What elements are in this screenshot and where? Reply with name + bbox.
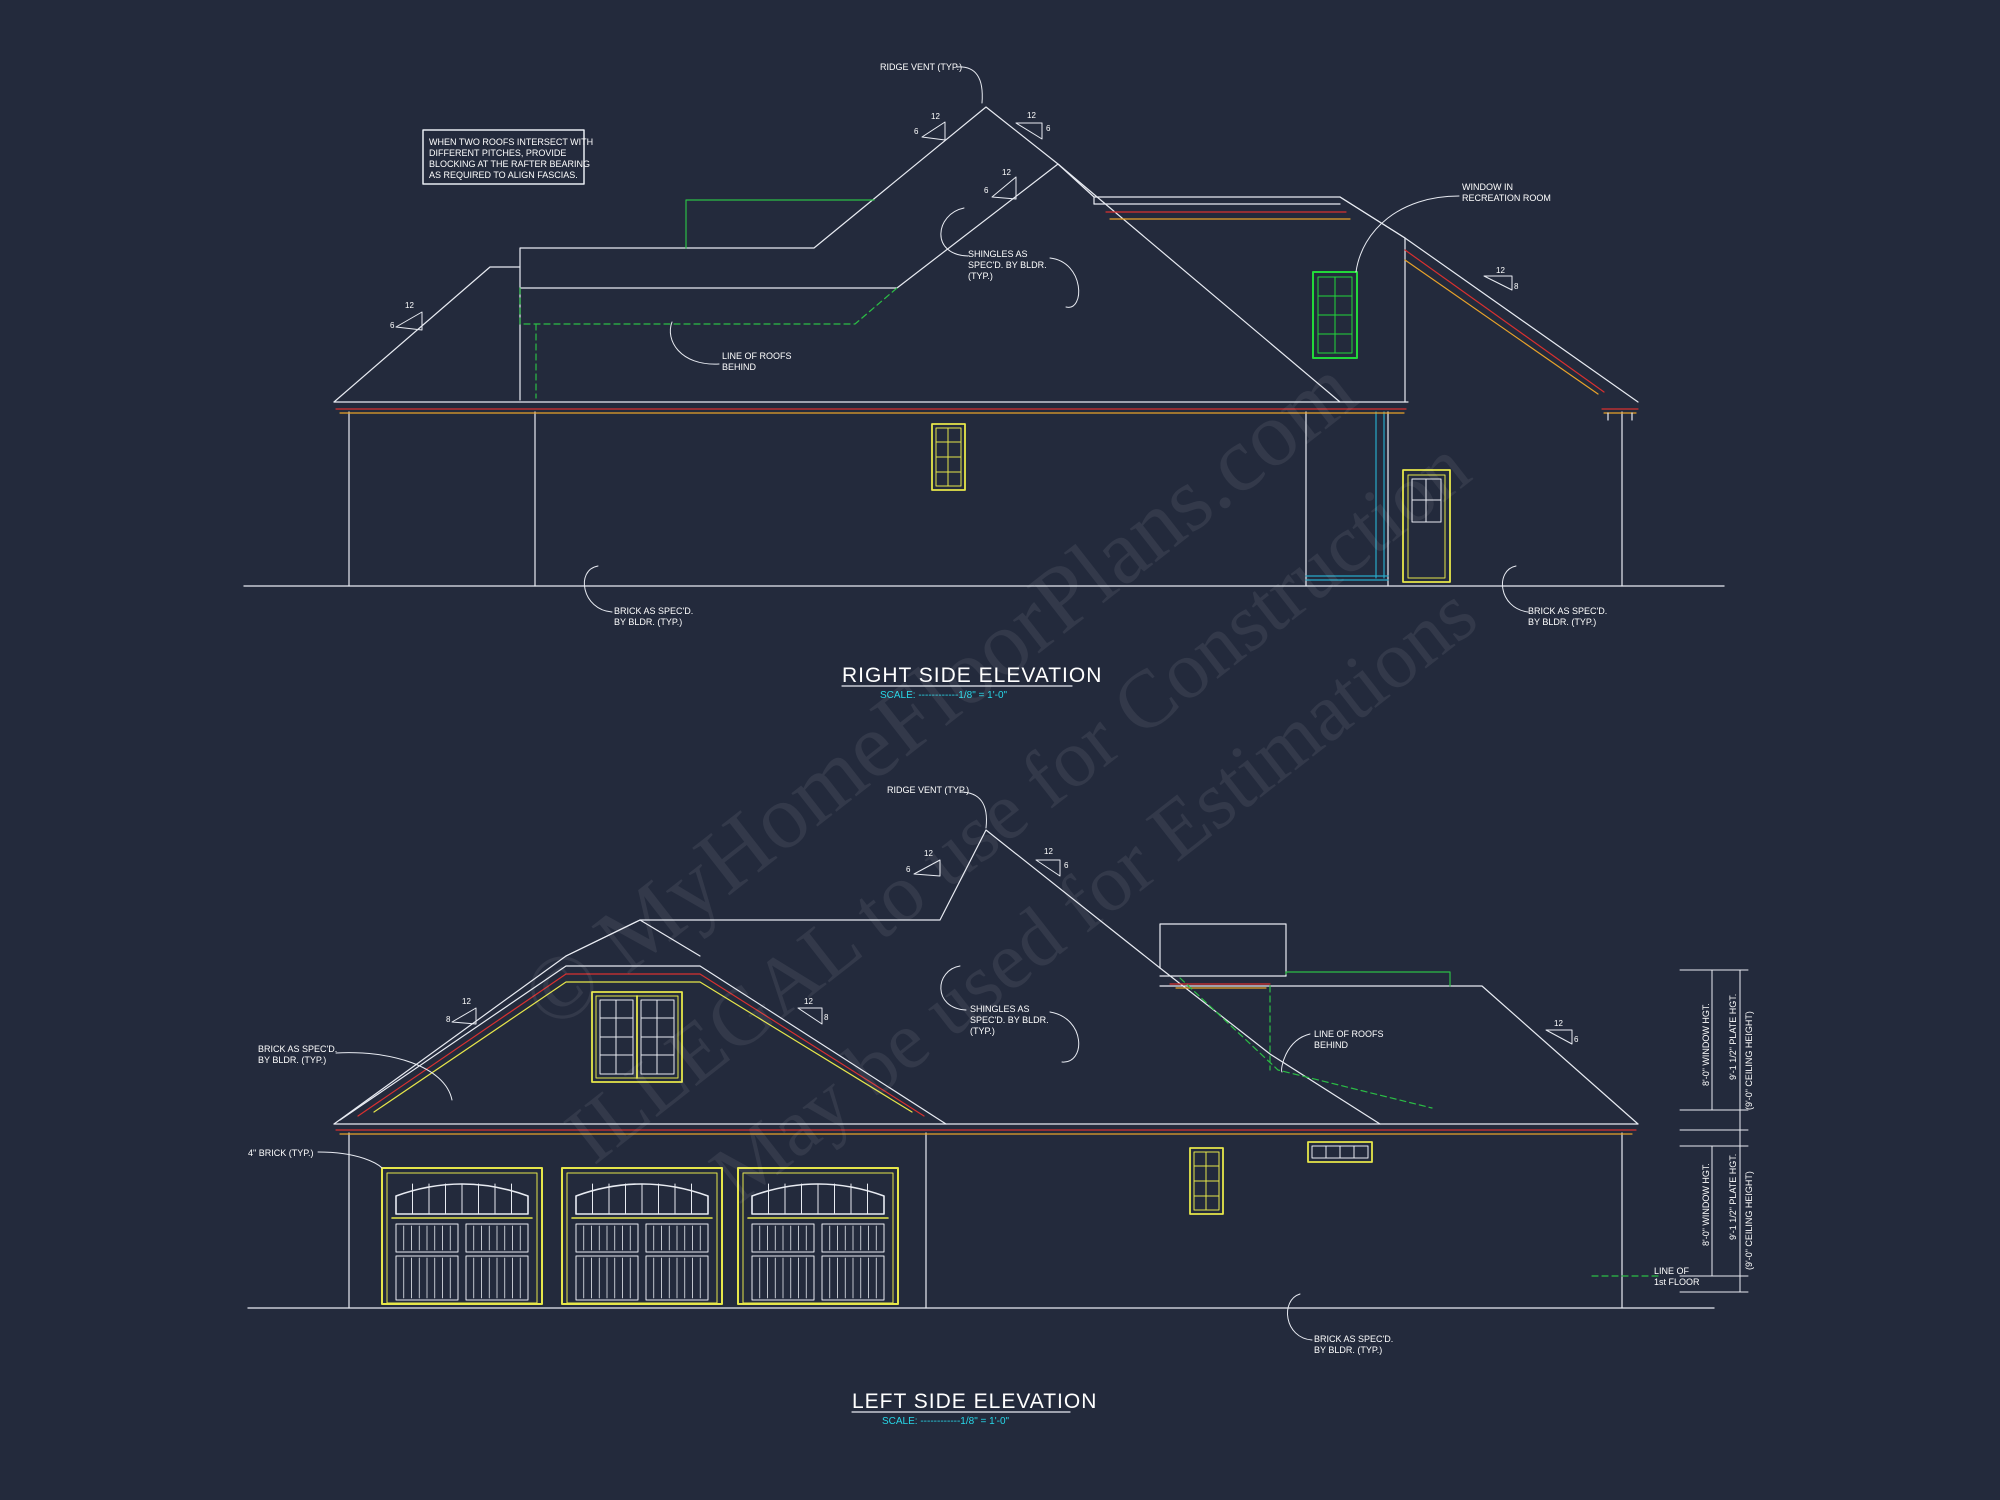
left-elevation-title: LEFT SIDE ELEVATION bbox=[852, 1390, 1097, 1413]
transom-window bbox=[1307, 1141, 1373, 1163]
fascia-band bbox=[333, 401, 1639, 421]
intersect-note-line2: DIFFERENT PITCHES, PROVIDE bbox=[429, 148, 566, 158]
shingles-note-line2: SPEC'D. BY BLDR. bbox=[968, 260, 1047, 270]
shingles-note-line3: (TYP.) bbox=[968, 271, 993, 281]
intersect-note-line3: BLOCKING AT THE RAFTER BEARING bbox=[429, 159, 590, 169]
window-rec-note-line2: RECREATION ROOM bbox=[1462, 193, 1551, 203]
porch-column bbox=[1305, 411, 1389, 581]
roofs-behind-note-line2: BEHIND bbox=[1314, 1040, 1349, 1050]
right-side-elevation: 12 6 12 6 12 6 12 6 12 8 WHEN TWO ROOFS … bbox=[243, 62, 1725, 701]
hidden-roof-lines bbox=[519, 199, 898, 399]
pitch-run: 12 bbox=[1002, 168, 1011, 177]
pitch-rise: 6 bbox=[1064, 861, 1069, 870]
recreation-room-window bbox=[1312, 271, 1358, 359]
pitch-symbols bbox=[451, 859, 1573, 1045]
upper-plate-height: 9'-1 1/2" PLATE HGT. bbox=[1728, 994, 1738, 1080]
upper-window-height: 8'-0" WINDOW HGT. bbox=[1701, 1003, 1711, 1086]
right-elevation-title: RIGHT SIDE ELEVATION bbox=[842, 664, 1102, 687]
intersect-note-box bbox=[422, 129, 585, 185]
pitch-symbols bbox=[395, 121, 1513, 331]
pitch-rise: 6 bbox=[906, 865, 911, 874]
roof-fascia-color bbox=[357, 973, 1271, 1117]
first-floor-note-line1: LINE OF bbox=[1654, 1266, 1690, 1276]
ridge-vent-note: RIDGE VENT (TYP.) bbox=[880, 62, 962, 72]
brick-bottom-note-line2: BY BLDR. (TYP.) bbox=[1314, 1345, 1382, 1355]
side-window bbox=[1189, 1147, 1224, 1215]
shingles-note-line1: SHINGLES AS bbox=[970, 1004, 1030, 1014]
side-window bbox=[931, 423, 966, 491]
ridge-vent-note: RIDGE VENT (TYP.) bbox=[887, 785, 969, 795]
pitch-run: 12 bbox=[1027, 111, 1036, 120]
dimension-texts: 8'-0" WINDOW HGT. 9'-1 1/2" PLATE HGT. (… bbox=[1701, 994, 1754, 1270]
fascia-band bbox=[333, 1123, 1639, 1135]
roof-outline bbox=[333, 106, 1639, 403]
roof-fascia-color bbox=[1105, 211, 1605, 395]
note-leaders bbox=[317, 791, 1313, 1341]
brick-note-right-line1: BRICK AS SPEC'D. bbox=[1528, 606, 1607, 616]
pitch-run: 12 bbox=[405, 301, 414, 310]
wall-lines bbox=[348, 1132, 1623, 1309]
garage-door bbox=[561, 1167, 723, 1305]
roof-outline bbox=[333, 829, 1639, 1125]
brick-gable-note-line1: BRICK AS SPEC'D. bbox=[258, 1044, 337, 1054]
brick-note-left-line2: BY BLDR. (TYP.) bbox=[614, 617, 682, 627]
pitch-run: 12 bbox=[804, 997, 813, 1006]
right-elevation-scale: SCALE: ------------1/8" = 1'-0" bbox=[880, 690, 1008, 701]
pitch-rise: 6 bbox=[984, 186, 989, 195]
brick-4in-note: 4" BRICK (TYP.) bbox=[248, 1148, 314, 1158]
garage-door bbox=[737, 1167, 899, 1305]
pitch-rise: 6 bbox=[390, 321, 395, 330]
note-leaders bbox=[583, 66, 1529, 613]
watermark-line1: © MyHomeFloorPlans.com bbox=[503, 337, 1374, 1049]
brick-bottom-note-line1: BRICK AS SPEC'D. bbox=[1314, 1334, 1393, 1344]
lower-plate-height: 9'-1 1/2" PLATE HGT. bbox=[1728, 1154, 1738, 1240]
intersect-note-line1: WHEN TWO ROOFS INTERSECT WITH bbox=[429, 137, 593, 147]
hidden-roof-lines bbox=[1179, 971, 1661, 1277]
pitch-run: 12 bbox=[1044, 847, 1053, 856]
roofs-behind-note-line2: BEHIND bbox=[722, 362, 757, 372]
lower-ceiling-height: (9'-0" CEILING HEIGHT) bbox=[1744, 1171, 1754, 1270]
roofs-behind-note-line1: LINE OF ROOFS bbox=[1314, 1029, 1384, 1039]
garage-doors bbox=[381, 1167, 899, 1305]
pitch-rise: 6 bbox=[914, 127, 919, 136]
left-elevation-scale: SCALE: ------------1/8" = 1'-0" bbox=[882, 1416, 1010, 1427]
intersect-note-line4: AS REQUIRED TO ALIGN FASCIAS. bbox=[429, 170, 578, 180]
left-side-elevation: 12 8 12 8 12 6 12 6 12 6 bbox=[247, 785, 1754, 1427]
window-rec-note-line1: WINDOW IN bbox=[1462, 182, 1513, 192]
pitch-rise: 6 bbox=[1046, 124, 1051, 133]
brick-gable-note-line2: BY BLDR. (TYP.) bbox=[258, 1055, 326, 1065]
wall-lines bbox=[348, 411, 1623, 587]
lower-window-height: 8'-0" WINDOW HGT. bbox=[1701, 1163, 1711, 1246]
pitch-run: 12 bbox=[1496, 266, 1505, 275]
pitch-rise: 8 bbox=[446, 1015, 451, 1024]
pitch-run: 12 bbox=[931, 112, 940, 121]
upper-ceiling-height: (9'-0" CEILING HEIGHT) bbox=[1744, 1011, 1754, 1110]
pitch-run: 12 bbox=[462, 997, 471, 1006]
garage-door bbox=[381, 1167, 543, 1305]
shingles-note-line1: SHINGLES AS bbox=[968, 249, 1028, 259]
side-entry-door bbox=[1402, 469, 1451, 583]
gable-window bbox=[591, 991, 683, 1083]
pitch-rise: 8 bbox=[824, 1013, 829, 1022]
pitch-run: 12 bbox=[1554, 1019, 1563, 1028]
brick-note-left-line1: BRICK AS SPEC'D. bbox=[614, 606, 693, 616]
brick-note-right-line2: BY BLDR. (TYP.) bbox=[1528, 617, 1596, 627]
pitch-rise: 6 bbox=[1574, 1035, 1579, 1044]
pitch-rise: 8 bbox=[1514, 282, 1519, 291]
shingles-note-line2: SPEC'D. BY BLDR. bbox=[970, 1015, 1049, 1025]
watermark-line2: ILLEGAL to use for Construction bbox=[549, 421, 1486, 1181]
first-floor-note-line2: 1st FLOOR bbox=[1654, 1277, 1700, 1287]
roofs-behind-note-line1: LINE OF ROOFS bbox=[722, 351, 792, 361]
pitch-run: 12 bbox=[924, 849, 933, 858]
height-dimensions bbox=[1679, 969, 1749, 1293]
shingles-note-line3: (TYP.) bbox=[970, 1026, 995, 1036]
